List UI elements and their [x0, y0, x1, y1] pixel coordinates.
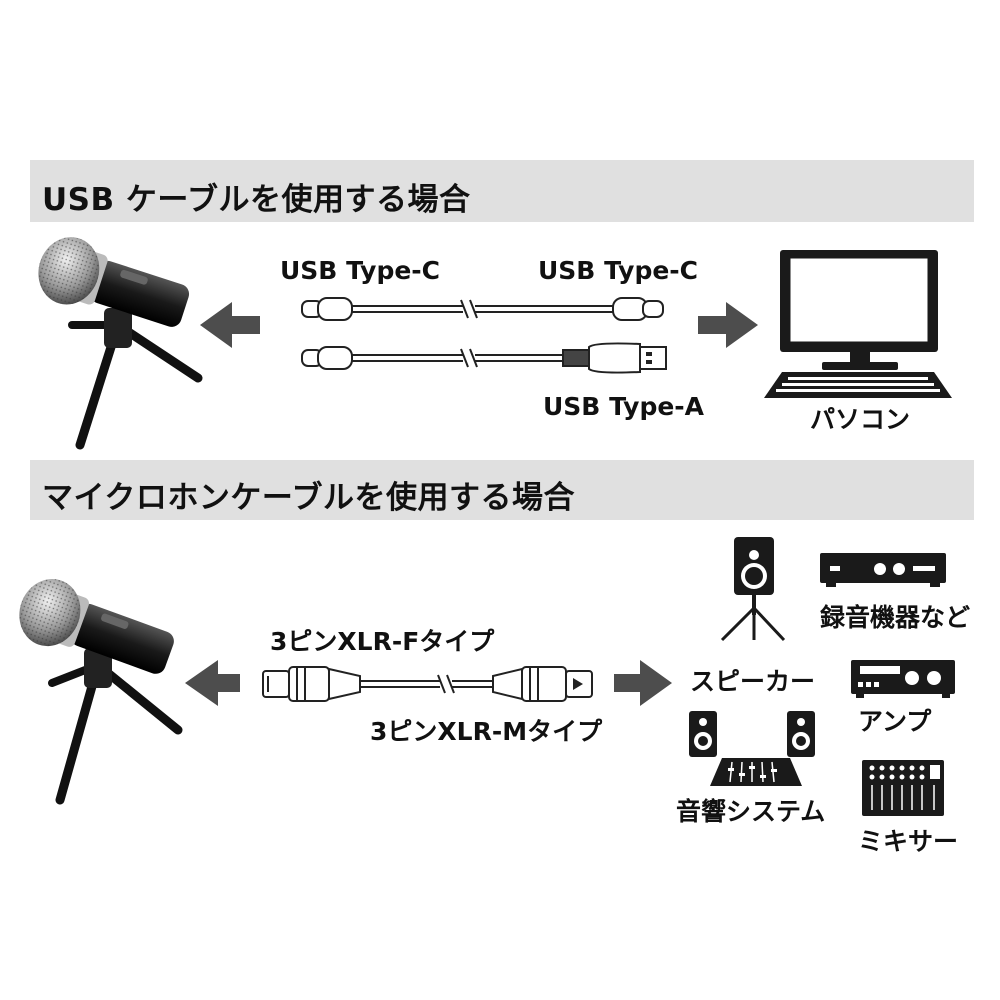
computer-icon — [764, 250, 952, 398]
amplifier-label: アンプ — [858, 707, 932, 736]
usb-section-title: USB ケーブルを使用する場合 — [42, 182, 471, 218]
speaker-icon — [720, 537, 786, 642]
mixer-icon — [862, 760, 944, 816]
recorder-icon — [820, 553, 946, 587]
usb-microphone-icon — [38, 237, 203, 450]
xlr-f-label: 3ピンXLR-Fタイプ — [270, 627, 495, 656]
sound-system-label: 音響システム — [676, 797, 826, 826]
usb-type-a-label: USB Type-A — [543, 392, 705, 421]
mic-section-title: マイクロホンケーブルを使用する場合 — [42, 480, 576, 516]
arrow-right-icon — [614, 660, 672, 706]
computer-label: パソコン — [810, 405, 911, 434]
amplifier-icon — [851, 660, 955, 698]
arrow-right-icon — [698, 302, 758, 348]
usb-c-to-a-cable-icon — [301, 342, 667, 374]
xlr-m-label: 3ピンXLR-Mタイプ — [370, 717, 603, 746]
usb-section-band — [30, 160, 974, 222]
mic-section-band — [30, 460, 974, 520]
xlr-cable-icon — [262, 666, 593, 702]
speaker-label: スピーカー — [690, 667, 816, 696]
arrow-left-icon — [200, 302, 260, 348]
usb-type-c-left-label: USB Type-C — [280, 256, 441, 285]
mixer-label: ミキサー — [858, 827, 959, 856]
usb-c-to-c-cable-icon — [301, 297, 664, 321]
sound-system-icon — [689, 711, 815, 786]
usb-type-c-right-label: USB Type-C — [538, 256, 699, 285]
arrow-left-icon — [185, 660, 240, 706]
recorder-label: 録音機器など — [820, 603, 971, 632]
xlr-microphone-icon — [19, 578, 183, 805]
